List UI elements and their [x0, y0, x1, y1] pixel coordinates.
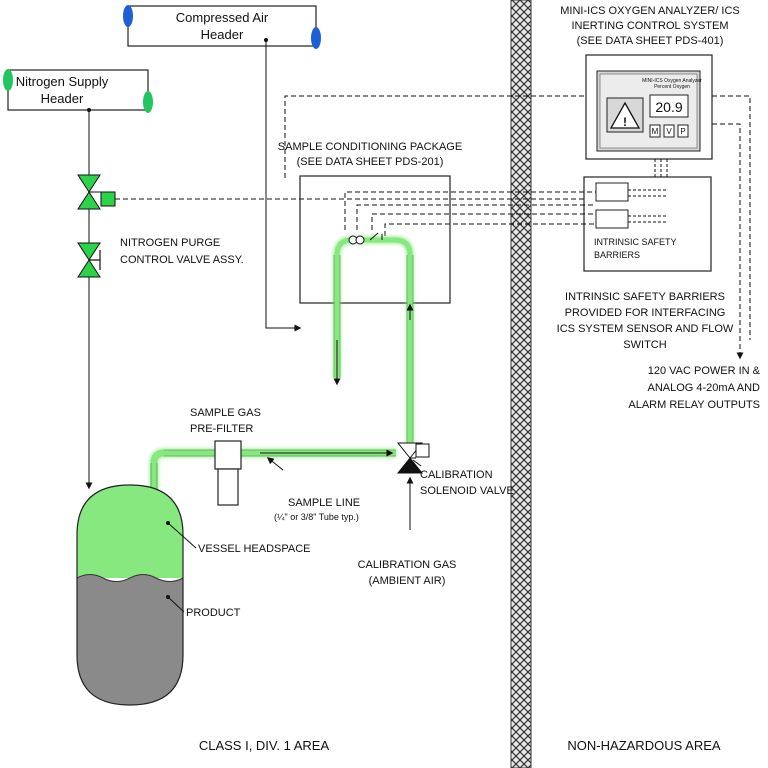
- button-p-label: P: [680, 127, 685, 136]
- barrier-note-3: ICS SYSTEM SENSOR AND FLOW: [557, 323, 734, 335]
- analyzer-title-2: INERTING CONTROL SYSTEM: [571, 20, 728, 32]
- barrier-note-2: PROVIDED FOR INTERFACING: [565, 307, 726, 319]
- intrinsic-safety-enclosure: INTRINSIC SAFETY BARRIERS: [583, 176, 712, 272]
- analyzer-screen-caption-2: Percent Oxygen: [654, 84, 690, 90]
- cal-gas-label-2: (AMBIENT AIR): [369, 575, 446, 587]
- barrier-label-2: BARRIERS: [594, 250, 640, 260]
- power-note-3: ALARM RELAY OUTPUTS: [628, 399, 760, 411]
- headspace-label: VESSEL HEADSPACE: [198, 543, 311, 555]
- compressed-air-label-2: Header: [201, 27, 244, 42]
- flow-switch-icon: [369, 232, 383, 241]
- prefilter-label-2: PRE-FILTER: [190, 423, 253, 435]
- sample-line-label-2: (¼" or 3/8" Tube typ.): [274, 512, 359, 522]
- process-vessel: [76, 484, 184, 706]
- sample-line-label-1: SAMPLE LINE: [288, 497, 360, 509]
- valve-actuator: [100, 191, 116, 207]
- cal-valve-label-1: CALIBRATION: [420, 469, 493, 481]
- non-hazardous-area-label: NON-HAZARDOUS AREA: [567, 738, 720, 753]
- power-note-2: ANALOG 4-20mA AND: [648, 382, 761, 394]
- vessel-product: [77, 574, 183, 705]
- nitrogen-label-2: Header: [41, 91, 84, 106]
- nitrogen-label-1: Nitrogen Supply: [16, 74, 109, 89]
- sample-package-label-2: (SEE DATA SHEET PDS-201): [297, 156, 444, 168]
- warning-mark: !: [623, 115, 627, 129]
- sample-prefilter: [214, 440, 242, 506]
- vessel-headspace: [77, 485, 183, 578]
- header-cap-left: [123, 5, 133, 27]
- air-supply-line: [265, 40, 302, 332]
- sample-package-label-1: SAMPLE CONDITIONING PACKAGE: [278, 141, 462, 153]
- sample-loop: [333, 236, 414, 443]
- safety-barrier-1: [595, 182, 629, 202]
- nitrogen-valve-label-1: NITROGEN PURGE: [120, 237, 220, 249]
- analyzer-screen-caption: MINI-ICS Oxygen Analyzer: [642, 78, 702, 84]
- sample-conditioning-package: [299, 175, 451, 304]
- sample-line: [149, 448, 396, 490]
- oxygen-analyzer: MINI-ICS Oxygen Analyzer Percent Oxygen …: [585, 54, 713, 160]
- button-m-label: M: [652, 127, 659, 136]
- nitrogen-cap-left: [3, 69, 13, 91]
- hazardous-area-label: CLASS I, DIV. 1 AREA: [199, 738, 330, 753]
- safety-barrier-2: [595, 209, 629, 229]
- cal-gas-label-1: CALIBRATION GAS: [358, 559, 457, 571]
- solenoid-actuator: [415, 443, 430, 458]
- button-v-label: V: [666, 127, 672, 136]
- barrier-label-1: INTRINSIC SAFETY: [594, 237, 677, 247]
- header-cap-right: [311, 27, 321, 49]
- nitrogen-cap-right: [143, 91, 153, 113]
- analyzer-button-m[interactable]: [649, 124, 661, 138]
- compressed-air-header: Compressed Air Header: [123, 5, 321, 49]
- analyzer-title-1: MINI-ICS OXYGEN ANALYZER/ ICS: [560, 5, 740, 17]
- prefilter-label-1: SAMPLE GAS: [190, 407, 261, 419]
- warning-triangle-icon: [609, 101, 641, 129]
- nitrogen-purge-valve: [77, 174, 116, 278]
- nitrogen-supply-header: Nitrogen Supply Header: [3, 69, 153, 113]
- analyzer-button-v[interactable]: [663, 124, 675, 138]
- nitrogen-valve-label-2: CONTROL VALVE ASSY.: [120, 254, 244, 266]
- calibration-solenoid-valve: [396, 442, 430, 474]
- barrier-note-4: SWITCH: [623, 339, 666, 351]
- power-note-1: 120 VAC POWER IN &: [648, 365, 761, 377]
- product-label: PRODUCT: [186, 607, 241, 619]
- analyzer-display: [649, 94, 689, 118]
- analyzer-button-p[interactable]: [677, 124, 689, 138]
- area-divider-wall: [510, 0, 532, 768]
- analyzer-title-3: (SEE DATA SHEET PDS-401): [577, 35, 724, 47]
- compressed-air-label-1: Compressed Air: [176, 10, 269, 25]
- cal-valve-label-2: SOLENOID VALVE: [420, 485, 514, 497]
- barrier-note-1: INTRINSIC SAFETY BARRIERS: [565, 291, 725, 303]
- oxygen-reading: 20.9: [655, 99, 682, 115]
